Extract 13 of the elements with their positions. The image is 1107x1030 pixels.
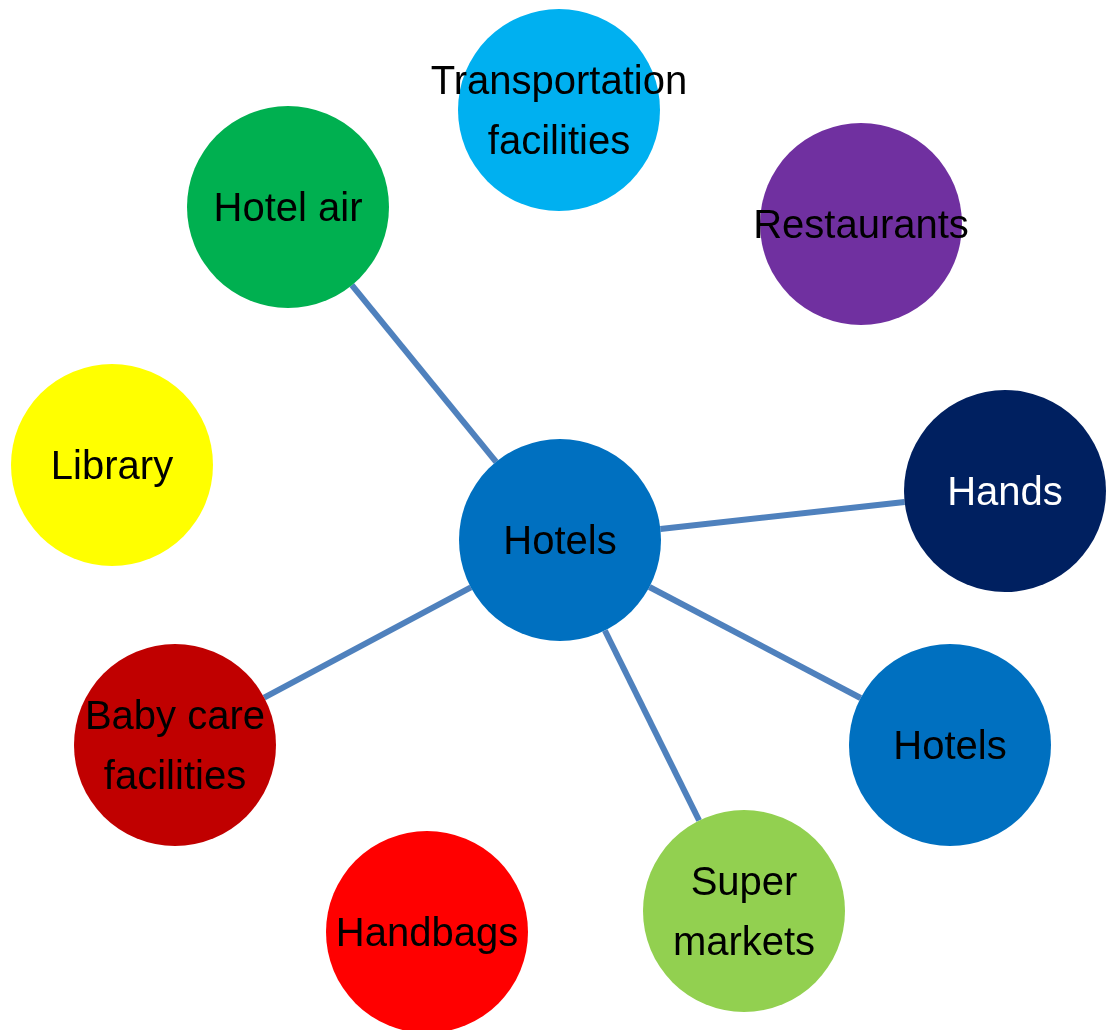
connector-line bbox=[349, 283, 499, 464]
node-label: Hotels bbox=[502, 517, 618, 564]
node-label: Super markets bbox=[671, 858, 817, 965]
connector-line bbox=[648, 584, 862, 701]
node-label: Library bbox=[49, 442, 175, 489]
connector-line bbox=[660, 499, 905, 532]
node-label: Baby care facilities bbox=[83, 692, 267, 799]
connector-line bbox=[262, 584, 473, 701]
node-label: Hotel air bbox=[212, 184, 364, 231]
node-label: Hotels bbox=[892, 722, 1008, 769]
connector-line bbox=[602, 629, 702, 822]
node-label: Hands bbox=[946, 468, 1064, 515]
node-label: Handbags bbox=[334, 909, 520, 956]
